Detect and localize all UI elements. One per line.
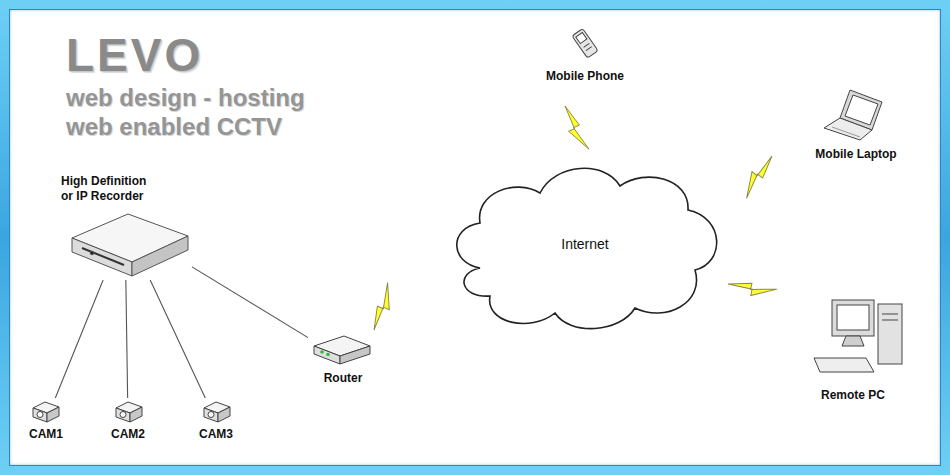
lightning-bolt (357, 282, 405, 330)
pc-icon (814, 300, 902, 372)
tagline: web design - hosting (66, 84, 305, 112)
lightning-bolt (728, 264, 777, 308)
lightning-bolt (735, 156, 784, 198)
recorder-slot (82, 248, 124, 265)
router-led (320, 350, 324, 354)
pc-drive (882, 320, 898, 321)
cable-line (192, 267, 308, 338)
recorder-led (90, 251, 94, 255)
router-side (340, 346, 370, 364)
device-label: Router (324, 371, 363, 386)
cloud-label: Internet (561, 237, 608, 252)
internet-cloud: Internet (440, 148, 730, 340)
phone-keys (584, 43, 590, 47)
router-front (314, 346, 340, 364)
pc-keyboard (814, 358, 874, 372)
lightning-bolt (565, 106, 589, 149)
pc-screen (837, 305, 869, 330)
laptop-screen (845, 95, 878, 125)
pc-drive (882, 314, 898, 315)
laptop-icon (824, 90, 882, 140)
brand-title: LEVO (66, 28, 203, 82)
camera-lens (120, 412, 126, 418)
camera-side (130, 407, 142, 422)
router-icon (314, 336, 370, 364)
device-label: Mobile Laptop (815, 147, 896, 162)
recorder-front (72, 238, 132, 276)
camera-node: CAM3 (190, 398, 242, 444)
laptop-base (824, 118, 872, 140)
device-label: High Definition or IP Recorder (61, 174, 161, 204)
camera-front (204, 408, 218, 422)
device-label: CAM3 (199, 427, 233, 442)
phone-node: Mobile Phone (540, 28, 630, 86)
camera-front (33, 408, 47, 422)
camera-node: CAM2 (102, 398, 154, 444)
phone-body (572, 29, 598, 59)
camera-front (116, 408, 130, 422)
cable-line (55, 280, 103, 398)
laptop-keys (832, 127, 860, 137)
device-label: CAM2 (111, 427, 145, 442)
camera-icon (116, 402, 142, 422)
recorder-node: High Definition or IP Recorder (58, 172, 192, 280)
phone-keys (586, 47, 592, 51)
camera-side (218, 407, 230, 422)
pc-node: Remote PC (796, 295, 910, 405)
camera-icon (33, 402, 59, 422)
router-led (326, 353, 330, 357)
phone-icon (572, 29, 598, 59)
device-label: Mobile Phone (546, 69, 624, 84)
cable-line (126, 280, 128, 398)
laptop-node: Mobile Laptop (806, 82, 906, 164)
recorder-icon (72, 214, 188, 276)
camera-lens (37, 412, 43, 418)
camera-lens (208, 412, 214, 418)
pc-stand (842, 336, 864, 346)
phone-screen (576, 32, 587, 43)
tagline: web enabled CCTV (66, 113, 282, 141)
router-node: Router (308, 330, 378, 388)
device-label: CAM1 (29, 427, 63, 442)
camera-icon (204, 402, 230, 422)
cable-line (150, 280, 205, 398)
pc-monitor (832, 300, 874, 336)
pc-tower (878, 304, 902, 364)
camera-side (47, 407, 59, 422)
recorder-side (132, 236, 188, 276)
device-label: Remote PC (821, 388, 885, 403)
cloud-shape (457, 168, 717, 328)
camera-node: CAM1 (20, 398, 72, 444)
